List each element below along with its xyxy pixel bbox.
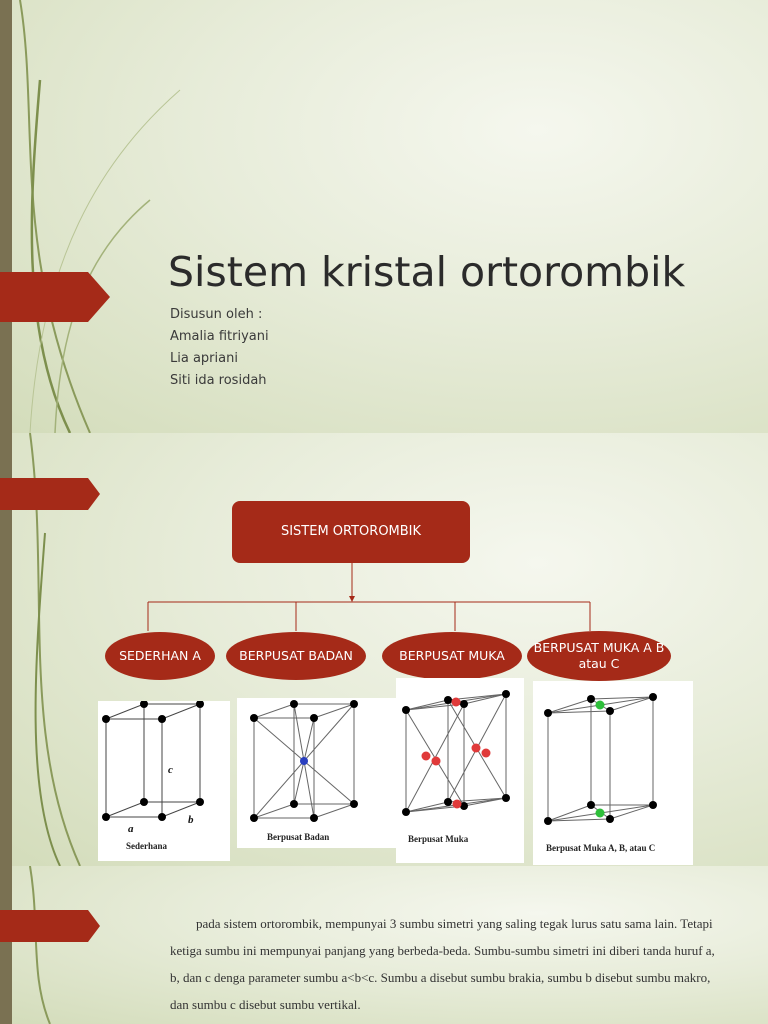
axis-label-b: b xyxy=(188,814,194,826)
body-center-atom xyxy=(300,757,308,765)
diagram-caption: Berpusat Muka A, B, atau C xyxy=(546,843,655,853)
branch-sederhana: SEDERHAN A xyxy=(105,632,215,680)
axis-label-a: a xyxy=(128,823,134,835)
author-name: Amalia fitriyani xyxy=(170,329,269,344)
slide-diagram: SISTEM ORTOROMBIK SEDERHAN A BERPUSAT BA… xyxy=(0,433,768,866)
authors-label: Disusun oleh : xyxy=(170,307,263,322)
diagram-berpusat-muka: Berpusat Muka xyxy=(396,678,524,863)
author-name: Siti ida rosidah xyxy=(170,373,267,388)
diagram-caption: Berpusat Muka xyxy=(408,834,469,844)
diagram-caption: Sederhana xyxy=(126,841,168,851)
diagram-sederhana: c a b Sederhana xyxy=(98,701,230,861)
base-center-atoms xyxy=(595,700,605,818)
branch-berpusat-muka: BERPUSAT MUKA xyxy=(382,632,522,680)
root-node: SISTEM ORTOROMBIK xyxy=(232,501,470,563)
decorative-curves xyxy=(29,866,51,1024)
diagram-berpusat-badan: Berpusat Badan xyxy=(237,698,397,848)
diagram-caption: Berpusat Badan xyxy=(267,832,329,842)
branch-berpusat-badan: BERPUSAT BADAN xyxy=(226,632,366,680)
branch-berpusat-muka-abc: BERPUSAT MUKA A B atau C xyxy=(527,631,671,681)
face-center-atoms xyxy=(421,697,491,809)
section-tab xyxy=(0,478,100,510)
section-tab xyxy=(0,910,100,942)
connector-lines xyxy=(147,563,591,631)
diagram-berpusat-muka-abc: Berpusat Muka A, B, atau C xyxy=(533,681,693,865)
slide-description: pada sistem ortorombik, mempunyai 3 sumb… xyxy=(0,866,768,1024)
section-tab xyxy=(0,272,110,322)
left-stripe xyxy=(0,866,12,1024)
left-stripe xyxy=(0,0,12,433)
left-stripe xyxy=(0,433,12,866)
slide-title: Sistem kristal ortorombik Disusun oleh :… xyxy=(0,0,768,433)
axis-label-c: c xyxy=(168,764,173,776)
author-name: Lia apriani xyxy=(170,351,238,366)
page-title: Sistem kristal ortorombik xyxy=(168,248,686,296)
authors-block: Disusun oleh : Amalia fitriyani Lia apri… xyxy=(170,304,269,392)
description-paragraph: pada sistem ortorombik, mempunyai 3 sumb… xyxy=(170,916,715,1012)
